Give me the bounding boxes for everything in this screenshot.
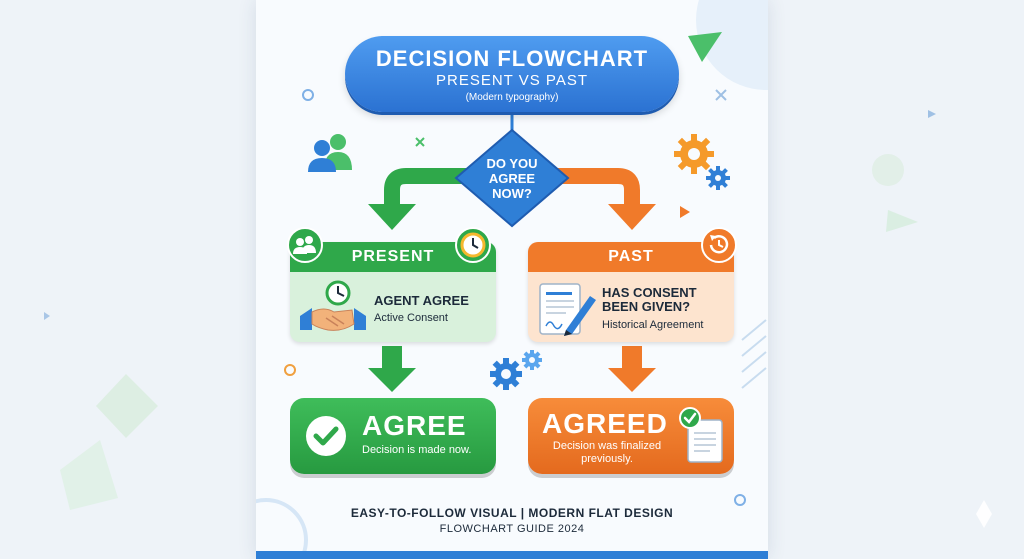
decision-line-2: AGREE [488,171,536,186]
past-title-line-1: HAS CONSENT [602,285,697,300]
team-icon [308,134,352,172]
agreed-title: AGREED [542,408,668,439]
page-note: (Modern typography) [465,92,559,103]
title-banner: DECISION FLOWCHART PRESENT VS PAST (Mode… [345,36,679,112]
agreed-subtitle-line-1: Decision was finalized [552,440,662,452]
footer-tagline: EASY-TO-FOLLOW VISUAL | MODERN FLAT DESI… [350,506,674,520]
page-subtitle: PRESENT VS PAST [436,72,588,89]
agree-subtitle: Decision is made now. [362,444,472,456]
left-decoration [44,312,158,510]
agreed-result: AGREED Decision was finalized previously… [528,398,734,474]
past-header: PAST [528,242,734,272]
check-circle-icon [306,416,346,456]
agree-title: AGREE [362,410,467,441]
past-box: PAST HAS CONSENT BEEN GIVEN? Historical … [528,242,734,342]
users-badge-icon [287,227,323,263]
agreed-subtitle-line-2: previously. [581,453,633,465]
decision-line-1: DO YOU [486,156,538,171]
bottom-accent-bar [256,551,768,559]
decision-line-3: NOW? [492,186,532,201]
past-title: HAS CONSENT BEEN GIVEN? [602,286,697,314]
decision-node: DO YOU AGREE NOW? [462,156,562,201]
clock-badge-icon [455,227,491,263]
present-subtitle: Active Consent [374,312,448,324]
page-title: DECISION FLOWCHART [375,46,649,71]
gear-icon [674,134,730,190]
agree-result: AGREE Decision is made now. [290,398,496,474]
handshake-icon [300,280,366,331]
gear-icon [490,350,542,390]
footer-guide: FLOWCHART GUIDE 2024 [439,523,585,535]
agreed-subtitle: Decision was finalized previously. [542,440,672,466]
signed-document-icon [539,283,596,336]
approved-document-icon [679,407,723,463]
past-title-line-2: BEEN GIVEN? [602,299,691,314]
flowchart-card: DECISION FLOWCHART PRESENT VS PAST (Mode… [256,0,768,559]
right-decoration [872,110,992,528]
history-badge-icon [701,227,737,263]
present-title: AGENT AGREE [374,293,469,308]
flowchart-graphics [256,0,768,559]
past-subtitle: Historical Agreement [602,319,704,331]
